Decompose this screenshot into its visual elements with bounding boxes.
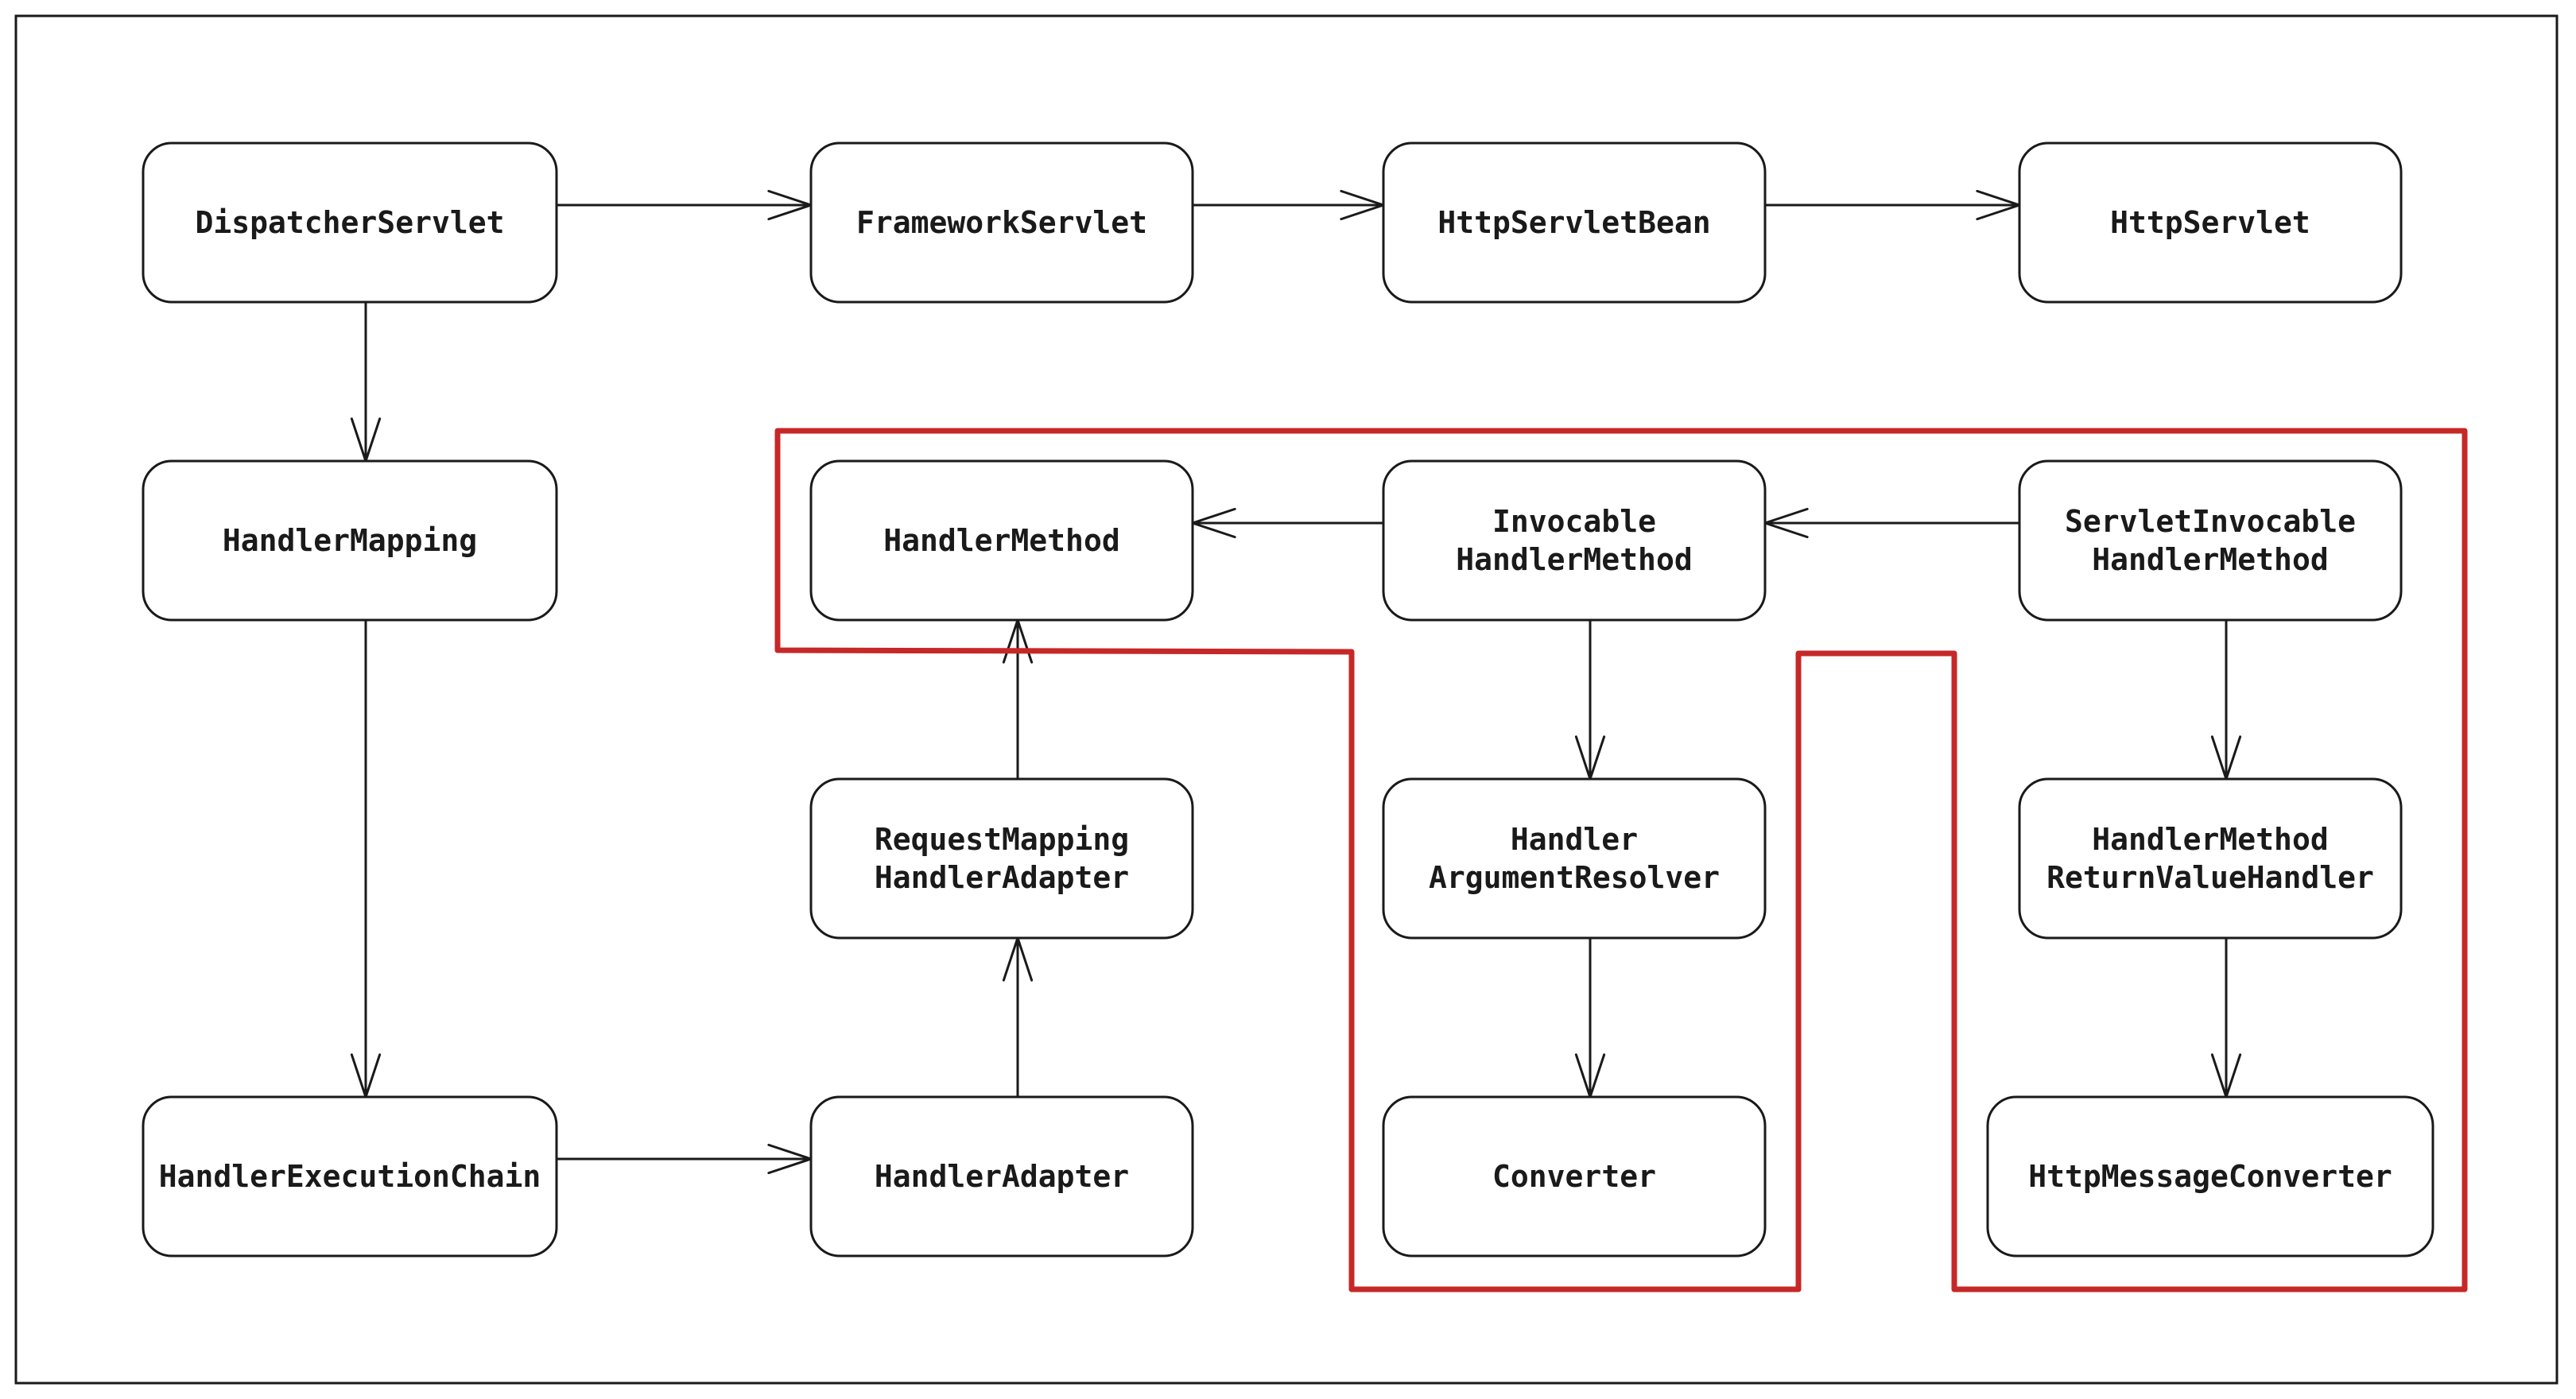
node-label: Invocable <box>1492 504 1656 539</box>
node-handler-execution-chain: HandlerExecutionChain <box>142 1095 558 1258</box>
node-label: HandlerMethod <box>2092 822 2328 857</box>
node-box <box>1382 459 1767 622</box>
edge-invocable-handler-method-to-handler-method <box>1191 507 1385 539</box>
node-label: RequestMapping <box>875 822 1129 857</box>
diagram-frame <box>14 14 2559 1385</box>
node-converter: Converter <box>1382 1095 1767 1258</box>
node-box <box>1986 1095 2434 1258</box>
node-box <box>1382 777 1767 940</box>
node-label: HandlerAdapter <box>875 860 1129 895</box>
node-label: HttpMessageConverter <box>2028 1159 2392 1194</box>
node-label: Handler <box>1511 822 1638 857</box>
highlight-region-outline <box>774 428 2468 1292</box>
node-label: HandlerMethod <box>2092 542 2328 577</box>
node-label: HandlerExecutionChain <box>159 1159 541 1194</box>
node-label: ArgumentResolver <box>1429 860 1720 895</box>
node-framework-servlet: FrameworkServlet <box>809 141 1194 304</box>
node-box <box>1382 1095 1767 1258</box>
node-label: HandlerMapping <box>223 523 477 558</box>
node-dispatcher-servlet: DispatcherServlet <box>142 141 558 304</box>
node-box <box>142 459 558 622</box>
node-handler-mapping: HandlerMapping <box>142 459 558 622</box>
node-box <box>809 777 1194 940</box>
node-box <box>809 141 1194 304</box>
edge-dispatcher-servlet-to-framework-servlet <box>555 189 813 221</box>
node-box <box>809 459 1194 622</box>
node-label: HandlerMethod <box>883 523 1119 558</box>
node-label: DispatcherServlet <box>196 205 505 240</box>
node-label: HttpServlet <box>2110 205 2310 240</box>
edge-framework-servlet-to-http-servlet-bean <box>1191 189 1385 221</box>
node-http-servlet: HttpServlet <box>2018 141 2403 304</box>
edge-invocable-handler-method-to-handler-argument-resolver <box>1574 618 1606 781</box>
node-http-servlet-bean: HttpServletBean <box>1382 141 1767 304</box>
node-box <box>2018 777 2403 940</box>
node-label: ReturnValueHandler <box>2046 860 2374 895</box>
node-box <box>809 1095 1194 1258</box>
node-box <box>1382 141 1767 304</box>
node-box <box>142 1095 558 1258</box>
node-label: HttpServletBean <box>1437 205 1710 240</box>
node-label: ServletInvocable <box>2065 504 2356 539</box>
node-handler-method: HandlerMethod <box>809 459 1194 622</box>
nodes-layer: DispatcherServlet FrameworkServlet HttpSer… <box>142 141 2434 1258</box>
edge-handler-execution-chain-to-handler-adapter <box>555 1143 813 1175</box>
node-label: HandlerAdapter <box>875 1159 1129 1194</box>
node-box <box>142 141 558 304</box>
node-label: HandlerMethod <box>1456 542 1692 577</box>
edge-handler-mapping-to-handler-execution-chain <box>350 618 382 1099</box>
edge-handler-method-return-value-handler-to-http-message-converter <box>2210 936 2242 1099</box>
edge-http-servlet-bean-to-http-servlet <box>1763 189 2021 221</box>
node-label: FrameworkServlet <box>856 205 1147 240</box>
edge-handler-argument-resolver-to-converter <box>1574 936 1606 1099</box>
edge-dispatcher-servlet-to-handler-mapping <box>350 300 382 463</box>
edge-handler-adapter-to-request-mapping-handler-adapter <box>1002 936 1034 1099</box>
node-http-message-converter: HttpMessageConverter <box>1986 1095 2434 1258</box>
node-box <box>2018 459 2403 622</box>
node-box <box>2018 141 2403 304</box>
edge-servlet-invocable-handler-method-to-handler-method-return-value-handler <box>2210 618 2242 781</box>
edge-servlet-invocable-handler-method-to-invocable-handler-method <box>1763 507 2021 539</box>
edge-request-mapping-handler-adapter-to-handler-method <box>1002 618 1034 781</box>
node-label: Converter <box>1492 1159 1656 1194</box>
node-handler-adapter: HandlerAdapter <box>809 1095 1194 1258</box>
